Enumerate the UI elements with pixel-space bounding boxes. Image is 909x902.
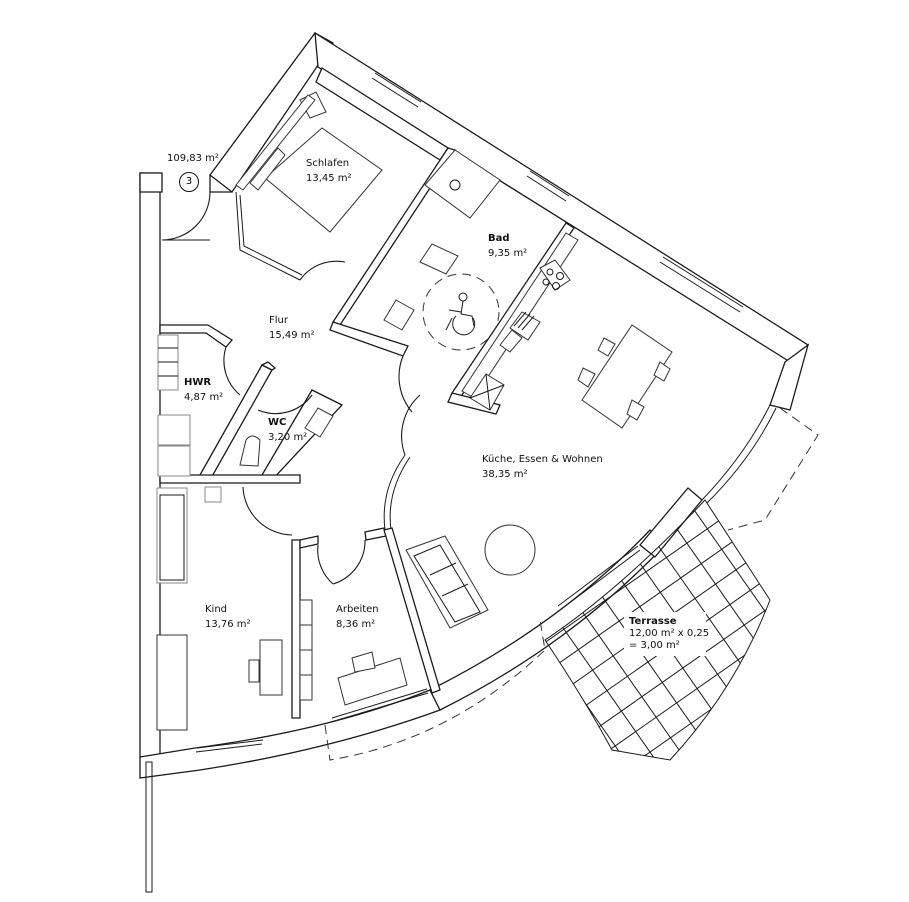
terrace-name: Terrasse [629,616,677,627]
toilet-icon [239,435,261,467]
room-name: Arbeiten [336,604,379,615]
desk [337,657,408,706]
terrace-result: = 3,00 m² [629,640,680,651]
room-area: 15,49 m² [269,330,315,341]
terrace-label: Terrasse 12,00 m² x 0,25 = 3,00 m² [629,616,709,652]
dining-table [581,324,673,429]
room-name: WC [268,417,287,428]
room-label-bad: Bad 9,35 m² [488,231,527,261]
room-name: Bad [488,233,510,244]
shower-drain-icon [469,373,505,411]
furniture [156,91,673,731]
room-name: HWR [184,377,212,388]
bed-double [264,127,383,233]
room-area: 13,45 m² [306,173,352,184]
room-area: 9,35 m² [488,248,528,259]
room-label-kind: Kind 13,76 m² [205,602,251,632]
bathtub-icon [419,243,459,275]
room-label-flur: Flur 15,49 m² [269,313,315,343]
total-area-label: 109,83 m² [167,153,219,164]
room-label-kueche-essen-wohnen: Küche, Essen & Wohnen 38,35 m² [482,452,603,482]
room-area: 38,35 m² [482,469,528,480]
room-label-schlafen: Schlafen 13,45 m² [306,156,352,186]
room-area: 4,87 m² [184,392,224,403]
wheelchair-accessibility-icon [445,292,476,336]
exterior-walls [139,31,810,893]
room-area: 8,36 m² [336,619,376,630]
room-label-wc: WC 3,20 m² [268,415,307,445]
stove-icon [539,259,571,291]
room-area: 13,76 m² [205,619,251,630]
doors [161,191,421,585]
terrace-formula: 12,00 m² x 0,25 [629,628,710,639]
room-name: Flur [269,315,288,326]
sofa [405,535,489,629]
dashed-outlines [324,407,819,761]
room-name: Schlafen [306,158,350,169]
room-area: 3,20 m² [268,432,308,443]
sink-bath [383,299,415,331]
room-label-arbeiten: Arbeiten 8,36 m² [336,602,379,632]
coffee-table [484,524,536,576]
room-name: Küche, Essen & Wohnen [482,454,603,465]
sink-icon [499,311,541,353]
room-name: Kind [205,604,228,615]
unit-number-badge: 3 [179,172,199,192]
room-label-hwr: HWR 4,87 m² [184,375,223,405]
